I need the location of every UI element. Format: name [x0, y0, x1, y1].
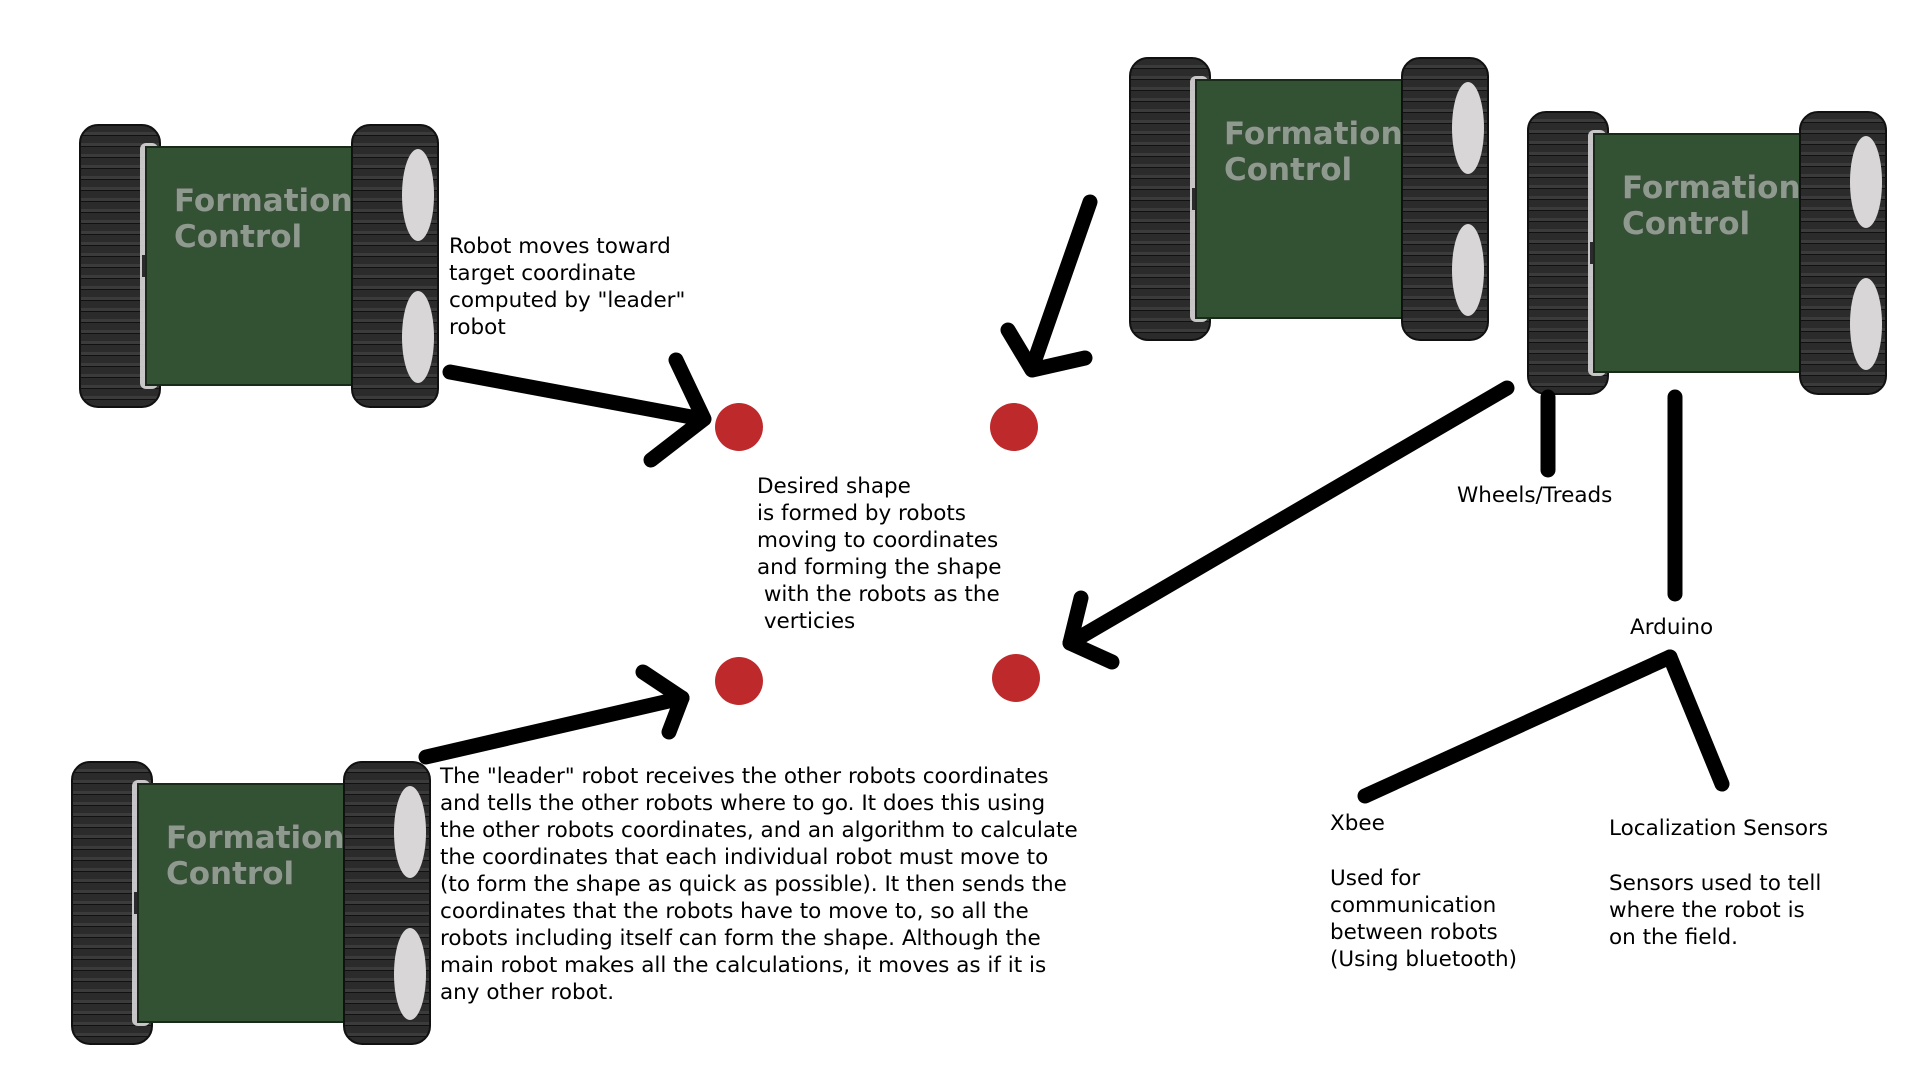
target-dot-top-left: [715, 403, 763, 451]
robot-top-right: Formation Control: [1527, 111, 1887, 395]
robot-label-line2: Control: [1622, 206, 1750, 242]
robot-bottom-left: Formation Control: [71, 761, 431, 1045]
robot-label-line1: Formation: [1224, 116, 1403, 152]
target-dot-top-right: [990, 403, 1038, 451]
robot-label-line1: Formation: [174, 183, 353, 219]
arrow-to-bottom-left-dot: [418, 664, 690, 765]
wheels-treads-label: Wheels/Treads: [1457, 483, 1613, 508]
robot-top-center: Formation Control: [1129, 57, 1489, 341]
arduino-branch: [1357, 649, 1730, 804]
xbee-title: Xbee: [1330, 811, 1385, 836]
robot-top-left: Formation Control: [79, 124, 439, 408]
robot-label-line1: Formation: [1622, 170, 1801, 206]
arrow-to-bottom-right-dot: [1062, 380, 1515, 670]
target-dot-bottom-right: [992, 654, 1040, 702]
robot-label-line2: Control: [174, 219, 302, 255]
robot-label-line2: Control: [166, 856, 294, 892]
arduino-label: Arduino: [1630, 615, 1714, 640]
arrow-to-top-right-dot: [1000, 194, 1098, 378]
target-dot-bottom-left: [715, 657, 763, 705]
robot-moves-text: Robot moves toward target coordinate com…: [449, 234, 686, 340]
leader-description-text: The "leader" robot receives the other ro…: [440, 764, 1078, 1005]
localization-sensors-title: Localization Sensors: [1609, 816, 1829, 841]
xbee-description: Used for communication between robots (U…: [1330, 866, 1518, 972]
arrow-to-top-left-dot: [442, 352, 712, 468]
robot-label-line2: Control: [1224, 152, 1352, 188]
desired-shape-text: Desired shape is formed by robots moving…: [757, 474, 1002, 634]
localization-sensors-description: Sensors used to tell where the robot is …: [1609, 871, 1822, 950]
robot-label-line1: Formation: [166, 820, 345, 856]
